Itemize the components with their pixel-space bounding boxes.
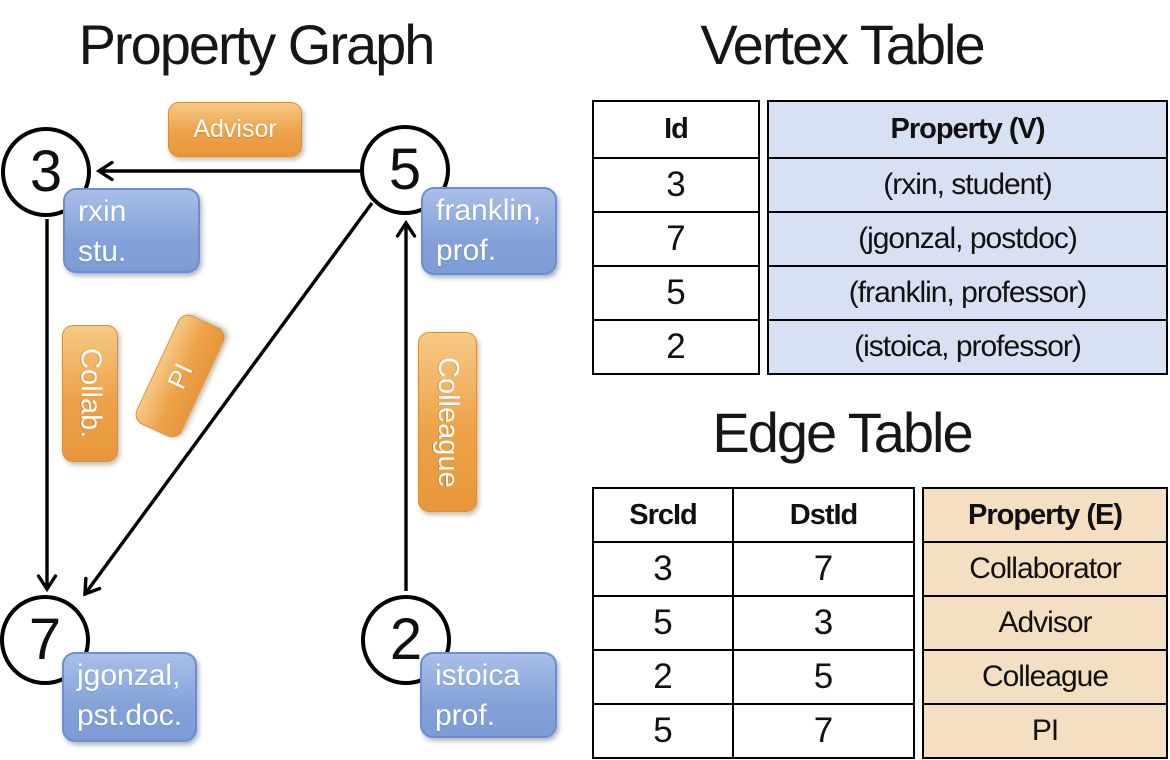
column-header: Property (V) bbox=[767, 100, 1168, 159]
table-cell: 7 bbox=[592, 211, 760, 267]
table-row: 3 bbox=[592, 157, 760, 213]
vertex-table-property-column: Property (V) (rxin, student) (jgonzal, p… bbox=[767, 100, 1168, 375]
table-row: (istoica, professor) bbox=[767, 319, 1168, 375]
vertex-id-label: 7 bbox=[28, 607, 62, 672]
node-label-franklin: franklin, prof. bbox=[421, 187, 557, 275]
node-label-jgonzal: jgonzal, pst.doc. bbox=[62, 652, 197, 742]
node-label-line: prof. bbox=[436, 234, 497, 267]
column-header: Id bbox=[592, 100, 760, 159]
edge-label-advisor: Advisor bbox=[168, 102, 302, 157]
table-cell: 5 bbox=[592, 265, 760, 321]
table-cell: 7 bbox=[732, 703, 915, 759]
table-cell: Advisor bbox=[922, 595, 1168, 651]
table-cell: 5 bbox=[592, 703, 734, 759]
table-row: PI bbox=[922, 703, 1168, 759]
table-cell: 3 bbox=[592, 541, 734, 597]
edge-table-id-columns: SrcId DstId 3 7 5 3 2 5 5 7 bbox=[592, 487, 915, 759]
table-row: 2 bbox=[592, 319, 760, 375]
table-row: 2 5 bbox=[592, 649, 915, 705]
table-row: Collaborator bbox=[922, 541, 1168, 597]
edge-table-property-column: Property (E) Collaborator Advisor Collea… bbox=[922, 487, 1168, 759]
edge-label-colleague: Colleague bbox=[418, 332, 477, 512]
graph-edges bbox=[36, 160, 417, 597]
table-cell: Collaborator bbox=[922, 541, 1168, 597]
table-cell: Colleague bbox=[922, 649, 1168, 705]
table-row: (rxin, student) bbox=[767, 157, 1168, 213]
vertex-table-id-column: Id 3 7 5 2 bbox=[592, 100, 760, 375]
column-header: Property (E) bbox=[922, 487, 1168, 543]
node-label-line: jgonzal, bbox=[77, 659, 181, 692]
node-label-istoica: istoica prof. bbox=[420, 652, 557, 738]
table-row: (jgonzal, postdoc) bbox=[767, 211, 1168, 267]
vertex-id-label: 3 bbox=[29, 139, 63, 204]
node-label-line: franklin, bbox=[436, 194, 542, 227]
edge-label-collab: Collab. bbox=[62, 325, 118, 462]
table-row: Colleague bbox=[922, 649, 1168, 705]
table-row: 5 3 bbox=[592, 595, 915, 651]
table-row: 7 bbox=[592, 211, 760, 267]
edge-table-title: Edge Table bbox=[712, 401, 973, 464]
table-row: 5 bbox=[592, 265, 760, 321]
table-row: Advisor bbox=[922, 595, 1168, 651]
table-cell: (istoica, professor) bbox=[767, 319, 1168, 375]
vertex-table-title: Vertex Table bbox=[700, 13, 985, 76]
table-cell: (rxin, student) bbox=[767, 157, 1168, 213]
edge-pi-arrow bbox=[83, 201, 374, 597]
table-row: 3 7 bbox=[592, 541, 915, 597]
vertex-id-label: 5 bbox=[388, 137, 422, 202]
column-header: SrcId bbox=[592, 487, 734, 543]
vertex-id-label: 2 bbox=[389, 607, 423, 672]
table-cell: 2 bbox=[592, 319, 760, 375]
node-label-line: stu. bbox=[78, 235, 127, 268]
node-label-line: prof. bbox=[435, 699, 496, 732]
table-cell: 3 bbox=[592, 157, 760, 213]
table-row: 5 7 bbox=[592, 703, 915, 759]
table-cell: 2 bbox=[592, 649, 734, 705]
column-header: DstId bbox=[732, 487, 915, 543]
node-label-line: pst.doc. bbox=[77, 699, 183, 732]
table-cell: (franklin, professor) bbox=[767, 265, 1168, 321]
table-cell: 5 bbox=[732, 649, 915, 705]
table-cell: PI bbox=[922, 703, 1168, 759]
table-row: (franklin, professor) bbox=[767, 265, 1168, 321]
table-cell: 7 bbox=[732, 541, 915, 597]
node-label-rxin: rxin stu. bbox=[63, 188, 200, 273]
table-cell: (jgonzal, postdoc) bbox=[767, 211, 1168, 267]
table-cell: 3 bbox=[732, 595, 915, 651]
node-label-line: rxin bbox=[78, 195, 127, 228]
vertex-node-2: 2 bbox=[361, 595, 451, 685]
table-cell: 5 bbox=[592, 595, 734, 651]
property-graph-title: Property Graph bbox=[78, 13, 436, 76]
node-label-line: istoica bbox=[435, 659, 521, 692]
